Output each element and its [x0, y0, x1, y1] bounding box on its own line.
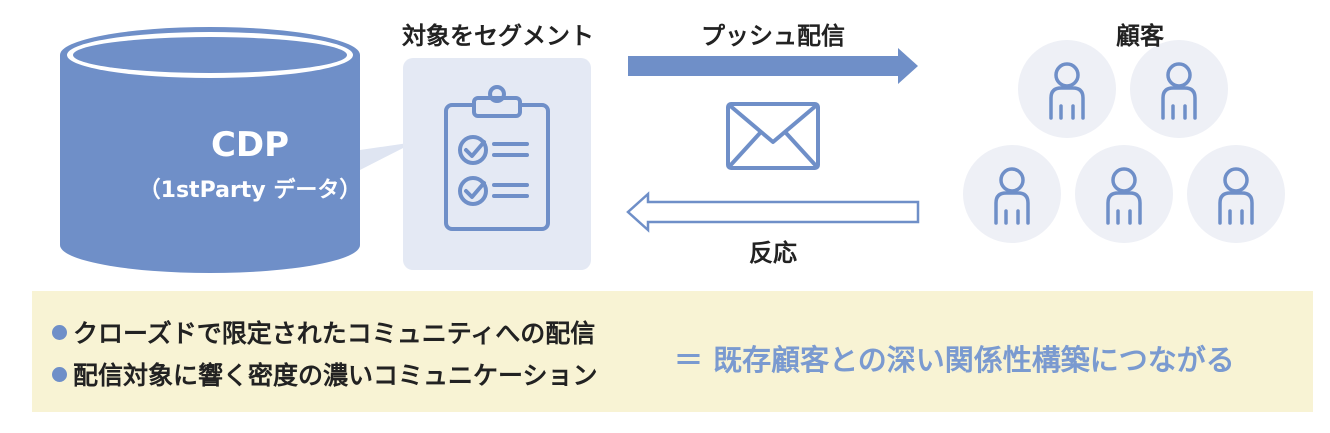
bullet-item-2: 配信対象に響く密度の濃いコミュニケーション [52, 356, 598, 392]
person-icon [1218, 167, 1254, 225]
person-icon [1106, 167, 1142, 225]
bullet-text: 配信対象に響く密度の濃いコミュニケーション [73, 361, 598, 390]
customer-2 [1130, 40, 1228, 138]
bullet-text: クローズドで限定されたコミュニティへの配信 [73, 319, 596, 348]
database-cylinder-icon [60, 27, 415, 273]
customer-group [963, 40, 1285, 243]
push-arrow [628, 48, 918, 84]
response-arrow [626, 191, 920, 233]
bullet-item-1: クローズドで限定されたコミュニティへの配信 [52, 314, 595, 350]
cdp-title: CDP [210, 125, 290, 165]
person-icon [1049, 62, 1085, 120]
bullet-dot-icon [52, 366, 67, 382]
envelope-icon [726, 102, 820, 170]
clipboard-checklist-icon [444, 85, 550, 231]
push-label: プッシュ配信 [701, 22, 845, 50]
customer-1 [1018, 40, 1116, 138]
person-icon [994, 167, 1030, 225]
response-label: 反応 [749, 239, 797, 267]
customers-label: 顧客 [1116, 22, 1164, 50]
conclusion-text: ＝ 既存顧客との深い関係性構築につながる [674, 343, 1235, 377]
summary-banner [32, 291, 1313, 412]
speech-pointer [360, 142, 415, 170]
person-icon [1161, 62, 1197, 120]
segment-panel [403, 58, 591, 270]
customer-5 [1187, 145, 1285, 243]
cdp-subtitle: （1stParty データ） [138, 178, 362, 203]
bullet-dot-icon [52, 324, 67, 340]
segment-label: 対象をセグメント [402, 22, 594, 50]
customer-3 [963, 145, 1061, 243]
customer-4 [1075, 145, 1173, 243]
